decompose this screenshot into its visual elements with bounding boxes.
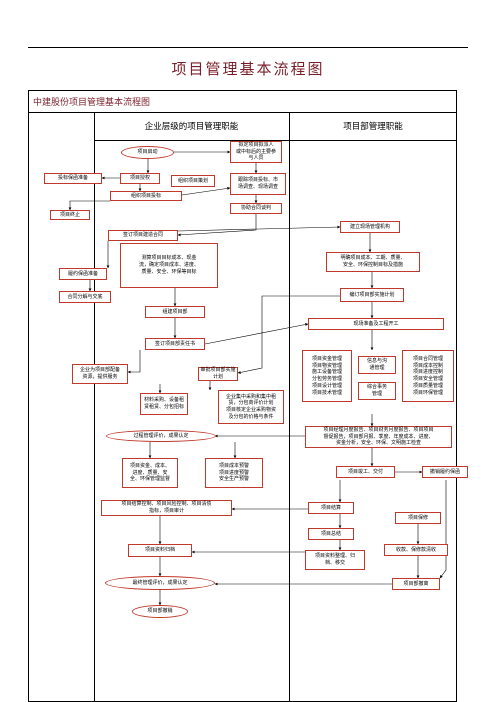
node-proposal: 拟定项目拟派人 或中标后的主要参 与人员 xyxy=(230,141,282,163)
node-comprehensive: 综合事务 管理 xyxy=(358,382,396,400)
node-enterprise-service: 企业为项目部配备 资源，提供服务 xyxy=(72,364,128,384)
page-title: 项目管理基本流程图 xyxy=(171,60,325,78)
node-settle: 项目结算 xyxy=(308,502,354,514)
node-release-bond: 撤销履约保函 xyxy=(422,466,468,478)
node-tender-prep: 投标保函准备 xyxy=(44,173,102,184)
column-header-enterprise: 企业层级的项目管理职能 xyxy=(144,122,239,132)
node-receivables: 收款、保修款清收 xyxy=(384,544,448,556)
node-contract-check: 项目资金、成本、 进度、质量、安 全、环保管理监督 xyxy=(122,458,178,488)
node-completion: 项目竣工、交付 xyxy=(336,466,395,478)
node-data-archive: 项目资料整理、归 档、移交 xyxy=(305,550,365,570)
header-rule xyxy=(28,47,468,48)
edge-resp-to-site-prep xyxy=(204,323,309,345)
node-process-report: 项目经理月度报告、项目财务月度报告、项目项目 督促报告，项目部月报、季度、年度成… xyxy=(305,426,452,448)
node-warranty: 项目保修 xyxy=(395,512,441,524)
node-sign-resp: 签订项目部责任书 xyxy=(145,338,205,350)
node-info-comm: 信息与沟 通管理 xyxy=(358,356,396,374)
node-settlement: 项目结算控制、项目风险控制、项目清债 指标，项目审计 xyxy=(101,500,232,516)
node-form-dept: 组建项目部 xyxy=(145,306,205,318)
node-final-eval: 最终管理评价，成果认定 xyxy=(105,576,215,590)
frame-title: 中建股份项目管理基本流程图 xyxy=(33,98,151,108)
node-site-org: 建立现场管理机构 xyxy=(340,221,400,233)
node-cost-warning: 项目成本预警 项目进度预警 安全生产预警 xyxy=(205,458,263,488)
edge-review-to-contract xyxy=(177,214,257,237)
node-sign-contract: 签订项目建造合同 xyxy=(108,230,178,241)
left-margin-divider xyxy=(94,112,95,702)
edge-bond-to-warranty xyxy=(439,480,447,579)
node-prep-plan: 编订项目部实施计划 xyxy=(340,288,404,302)
node-mgmt-left: 项目资金管理 项目物资管理 施工设备管理 分包劳务管理 项目设计管理 项目技术管… xyxy=(302,350,352,402)
node-dissolve-right: 项目部撤离 xyxy=(392,578,440,590)
edge-plan-to-approve xyxy=(237,295,340,374)
edge-bid-to-tender-docs xyxy=(181,186,231,196)
node-org-plan: 组织项目策划 xyxy=(171,175,215,187)
column-divider xyxy=(289,112,290,702)
column-header-divider xyxy=(94,140,457,141)
node-tender-docs: 跟踪项目投标、市 场调查、现场调查 xyxy=(230,173,286,195)
node-contract-handover: 合同分解与交底 xyxy=(59,291,111,303)
node-material-purchase: 材料采购、设备租 赁租赁、分包招标 xyxy=(140,393,188,415)
node-perf-bond: 履约保函准备 xyxy=(59,268,107,280)
node-prep-targets: 明确项目成本、工期、质量、 安全、环保控制目标及措施 xyxy=(326,252,420,272)
node-project-stop: 项目终止 xyxy=(50,210,90,220)
node-summary: 项目总结 xyxy=(308,528,354,540)
edge-resp-to-enterprise xyxy=(127,350,141,374)
node-project-start: 项目启动 xyxy=(121,146,174,159)
frame-title-divider xyxy=(28,112,457,113)
node-process-eval: 过程管理评价，成果认定 xyxy=(106,430,216,442)
node-form-bid-team: 组织项目投标 xyxy=(110,191,182,201)
node-mgmt-right: 项目合同管理 项目成本控制 项目进度控制 项目安全管理 项目质量管理 项目环保管… xyxy=(402,350,454,402)
node-site-prep: 现场准备及工程开工 xyxy=(308,318,444,330)
node-central-purchase: 企业集中采购和集中租 赁，分包商评价计划 项目核定企业采购物资 及分包的价格与条… xyxy=(218,390,284,424)
edge-bid-to-stop xyxy=(68,200,110,211)
node-dept-dissolve: 项目部撤销 xyxy=(132,605,188,618)
node-archive: 项目资料归档 xyxy=(128,544,192,557)
node-project-authorize: 项目授权 xyxy=(120,173,160,184)
node-approve-plan: 审批项目部实施计划 xyxy=(198,367,238,381)
column-header-project-dept: 项目部管理职能 xyxy=(343,122,403,132)
node-measure-targets: 测算项目目标成本、现金 流，确定项目成本、进度、 质量、安全、环保等目标 xyxy=(120,243,218,288)
node-contract-review: 协助合同谈判 xyxy=(230,203,282,214)
edge-contract-to-site-org xyxy=(177,225,341,232)
